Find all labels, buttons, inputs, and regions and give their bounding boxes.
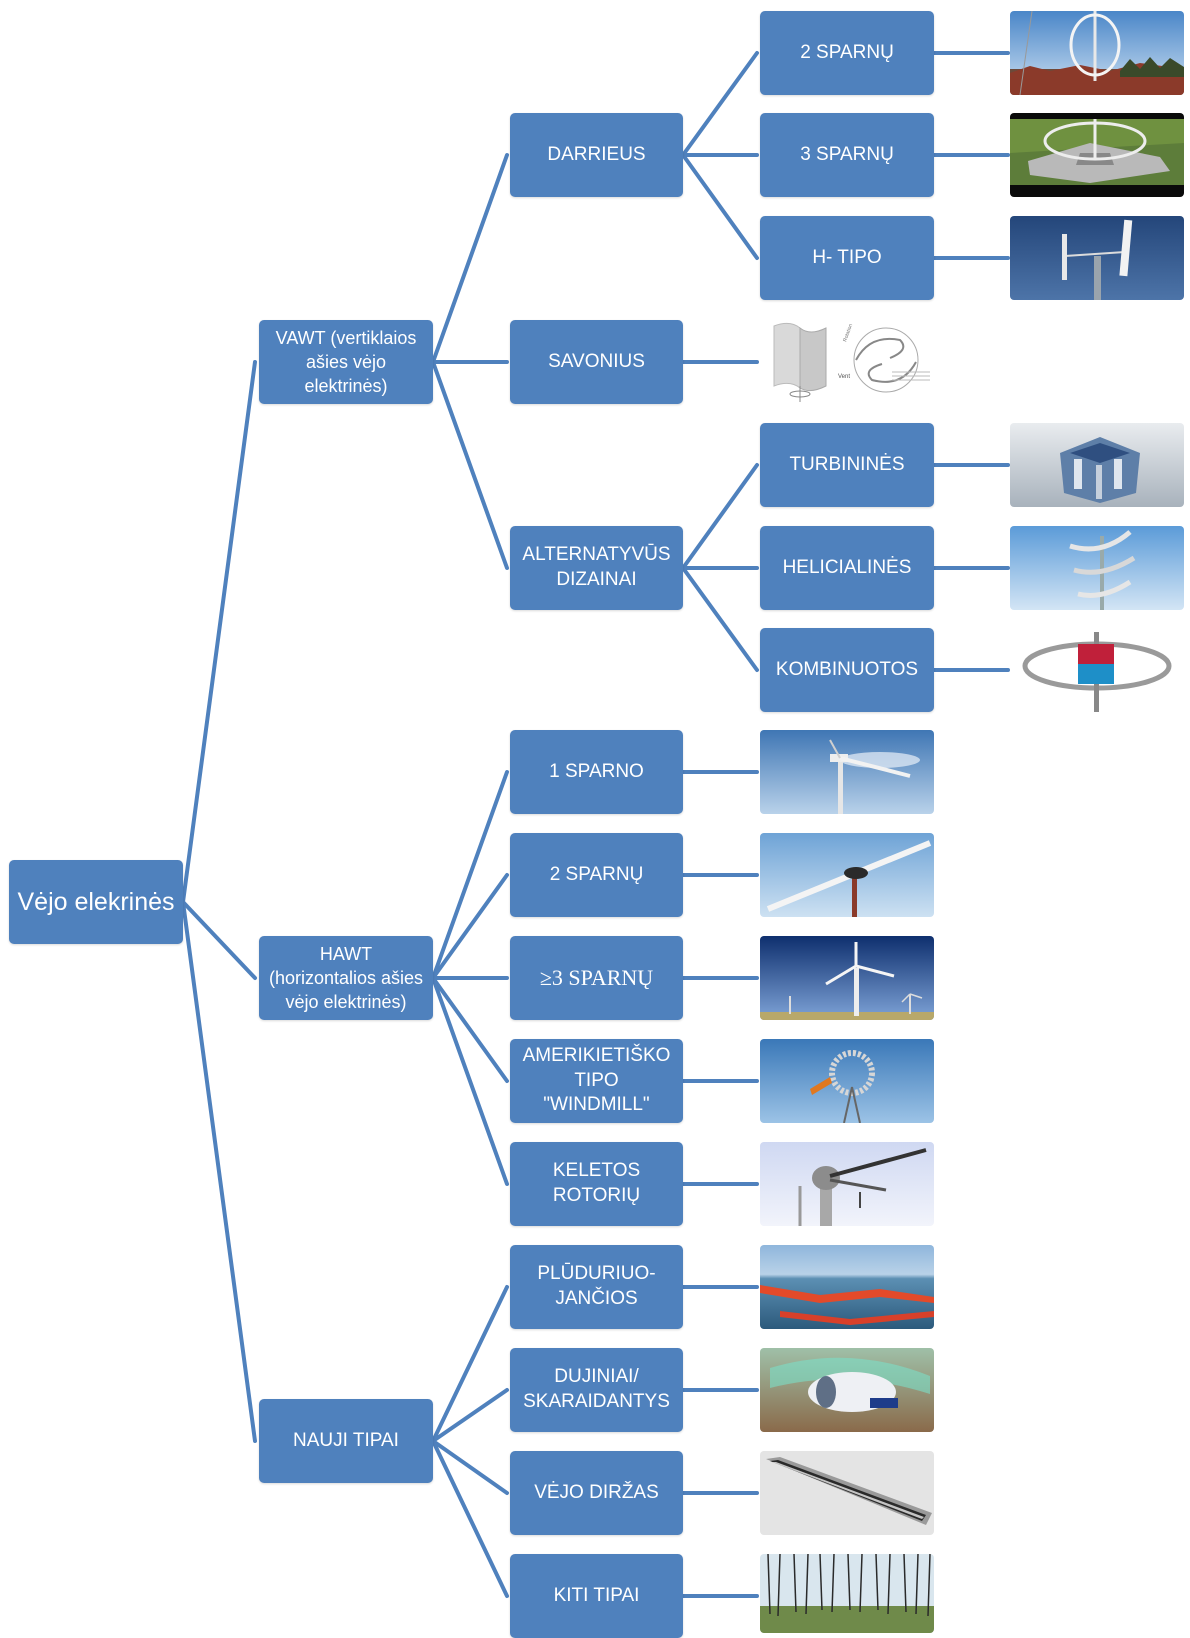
node-other-types: KITI TIPAI — [510, 1554, 683, 1638]
two-blade-turbine-photo — [760, 833, 934, 917]
floating-turbine-render — [760, 1245, 934, 1329]
wind-belt-render — [760, 1451, 934, 1535]
helical-turbine-photo — [1010, 526, 1184, 610]
node-floating: PLŪDURIUO- JANČIOS — [510, 1245, 683, 1329]
node-multi-rotor: KELETOS ROTORIŲ — [510, 1142, 683, 1226]
node-vawt: VAWT (vertiklaios ašies vėjo elektrinės) — [259, 320, 433, 404]
turbine-design-render — [1010, 423, 1184, 507]
node-new-types: NAUJI TIPAI — [259, 1399, 433, 1483]
node-darrieus-3-blades: 3 SPARNŲ — [760, 113, 934, 197]
node-root: Vėjo elekrinės — [9, 860, 183, 944]
single-blade-turbine-photo — [760, 730, 934, 814]
node-airborne: DUJINIAI/ SKARAIDANTYS — [510, 1348, 683, 1432]
node-darrieus: DARRIEUS — [510, 113, 683, 197]
node-hawt-1-blade: 1 SPARNO — [510, 730, 683, 814]
darrieus-3-blade-render — [1010, 113, 1184, 197]
node-helical: HELICIALINĖS — [760, 526, 934, 610]
airborne-turbine-render — [760, 1348, 934, 1432]
combined-turbine-render — [1010, 628, 1184, 712]
savonius-rotor-drawing: Rotation Vent — [760, 320, 934, 404]
savonius-vent-label: Vent — [838, 374, 850, 380]
multi-rotor-turbine-render — [760, 1142, 934, 1226]
american-windmill-photo — [760, 1039, 934, 1123]
node-darrieus-h-type: H- TIPO — [760, 216, 934, 300]
darrieus-2-blade-photo — [1010, 11, 1184, 95]
node-alternative-designs: ALTERNATYVŪS DIZAINAI — [510, 526, 683, 610]
node-darrieus-2-blades: 2 SPARNŲ — [760, 11, 934, 95]
h-type-turbine-photo — [1010, 216, 1184, 300]
node-hawt-3plus-blades: ≥3 SPARNŲ — [510, 936, 683, 1020]
three-blade-wind-farm-photo — [760, 936, 934, 1020]
node-savonius: SAVONIUS — [510, 320, 683, 404]
node-turbine: TURBININĖS — [760, 423, 934, 507]
node-wind-belt: VĖJO DIRŽAS — [510, 1451, 683, 1535]
node-hawt: HAWT (horizontalios ašies vėjo elektrinė… — [259, 936, 433, 1020]
node-hawt-2-blades: 2 SPARNŲ — [510, 833, 683, 917]
node-combined: KOMBINUOTOS — [760, 628, 934, 712]
other-types-field-photo — [760, 1554, 934, 1633]
node-american-windmill: AMERIKIETIŠKO TIPO "WINDMILL" — [510, 1039, 683, 1123]
